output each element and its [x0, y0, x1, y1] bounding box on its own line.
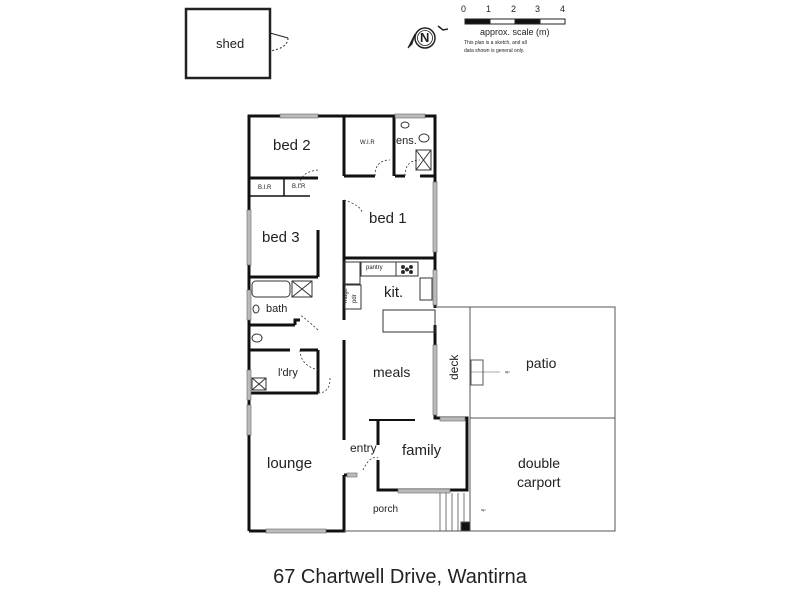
room-label-entry: entry	[350, 441, 377, 455]
disclaimer-line-2: data shown is general only.	[464, 48, 525, 54]
scale-tick-3: 3	[535, 4, 541, 14]
room-label-patio: patio	[526, 355, 557, 371]
up-label-porch: up	[481, 507, 486, 512]
room-label-bir-1: B.I.R	[258, 185, 272, 191]
room-label-shed: shed	[216, 36, 245, 51]
room-label-deck: deck	[447, 354, 461, 380]
room-label-ldry: l'dry	[278, 367, 298, 379]
door-swings	[299, 159, 421, 471]
room-label-meals: meals	[373, 364, 411, 380]
bathroom-fittings	[251, 121, 432, 391]
room-label-bir-2: B.I.R	[292, 184, 306, 190]
windows	[246, 113, 466, 534]
room-label-bed1: bed 1	[369, 210, 407, 227]
room-label-bed3: bed 3	[262, 229, 300, 246]
scale-tick-0: 0	[461, 4, 467, 14]
scale-tick-4: 4	[560, 4, 566, 14]
outdoor-areas	[344, 306, 616, 532]
house-walls	[247, 114, 469, 533]
scale-bar	[464, 18, 566, 25]
room-label-lounge: lounge	[267, 455, 313, 472]
shed-outline	[184, 7, 289, 80]
room-label-pantry: pantry	[366, 265, 383, 271]
room-label-bed2: bed 2	[273, 137, 311, 154]
scale-tick-2: 2	[511, 4, 517, 14]
north-arrow-icon	[407, 25, 449, 49]
room-label-wir: W.I.R	[360, 140, 375, 146]
room-label-family: family	[402, 442, 442, 459]
room-label-fridge: fridge	[343, 287, 349, 303]
room-label-pdr: pdr	[352, 294, 358, 303]
room-label-kit: kit.	[384, 284, 404, 301]
room-label-double: double	[518, 455, 561, 471]
kitchen-fittings	[343, 261, 436, 333]
scale-tick-1: 1	[486, 4, 492, 14]
room-label-bath: bath	[266, 303, 288, 315]
scale-label: approx. scale (m)	[480, 27, 550, 37]
room-label-ens: ens.	[396, 135, 417, 147]
room-label-carport: carport	[517, 474, 561, 490]
north-label: N	[420, 30, 430, 45]
property-address-title: 67 Chartwell Drive, Wantirna	[273, 566, 527, 588]
room-label-porch: porch	[373, 504, 399, 515]
disclaimer-line-1: This plan is a sketch, and all	[464, 40, 527, 46]
up-label-deck: up	[505, 369, 510, 374]
